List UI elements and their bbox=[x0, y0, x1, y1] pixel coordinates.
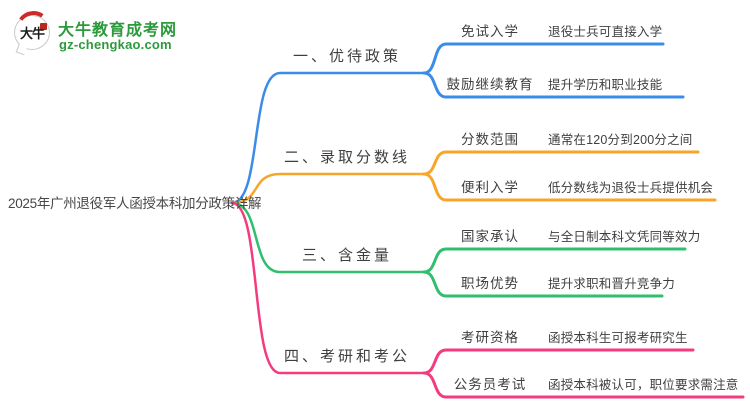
branch-label-admission-score: 二、录取分数线 bbox=[283, 149, 410, 166]
logo-bubble-tail bbox=[15, 43, 28, 56]
logo-red-seal bbox=[40, 23, 47, 30]
branch-1-trunk bbox=[230, 71, 426, 205]
leaf-keyword: 国家承认 bbox=[461, 229, 519, 244]
branch-4-leaf-1-line bbox=[422, 348, 695, 375]
branch-2-leaf-2-line bbox=[422, 172, 717, 202]
central-topic: 2025年广州退役军人函授本科加分政策详解 bbox=[8, 196, 262, 211]
branch-4-trunk bbox=[230, 201, 426, 375]
branch-1-leaf-1-line bbox=[422, 42, 665, 75]
branch-2-trunk bbox=[230, 172, 426, 205]
leaf-description: 退役士兵可直接入学 bbox=[548, 25, 663, 39]
branch-1-leaf-2-line bbox=[422, 71, 685, 99]
leaf-keyword: 考研资格 bbox=[461, 330, 519, 345]
leaf-keyword: 公务员考试 bbox=[453, 377, 527, 392]
leaf-description: 函授本科生可报考研究生 bbox=[548, 331, 688, 345]
leaf-description: 与全日制本科文凭同等效力 bbox=[548, 230, 701, 244]
leaf-description: 提升学历和职业技能 bbox=[548, 78, 663, 92]
branch-3-leaf-1-line bbox=[422, 247, 687, 274]
branch-3-leaf-2-line bbox=[422, 270, 664, 298]
leaf-career-advantage: 职场优势 提升求职和晋升竞争力 bbox=[446, 275, 675, 293]
leaf-keyword: 便利入学 bbox=[461, 180, 519, 195]
leaf-description: 函授本科被认可，职位要求需注意 bbox=[548, 378, 739, 392]
logo-bull-icon: 大牛 bbox=[13, 8, 54, 56]
leaf-keyword: 鼓励继续教育 bbox=[446, 77, 534, 92]
leaf-postgrad-eligibility: 考研资格 函授本科生可报考研究生 bbox=[446, 329, 688, 347]
leaf-score-range: 分数范围 通常在120分到200分之间 bbox=[446, 131, 693, 149]
leaf-easy-admission: 便利入学 低分数线为退役士兵提供机会 bbox=[446, 179, 713, 197]
site-logo: 大牛 大牛教育成考网 gz-chengkao.com bbox=[12, 8, 232, 58]
leaf-keyword: 免试入学 bbox=[461, 24, 519, 39]
leaf-keyword: 职场优势 bbox=[461, 276, 519, 291]
leaf-keyword: 分数范围 bbox=[461, 132, 519, 147]
branch-label-postgrad-civil: 四、考研和考公 bbox=[283, 348, 410, 365]
leaf-description: 通常在120分到200分之间 bbox=[548, 133, 693, 147]
branch-label-preferential-policy: 一、优待政策 bbox=[292, 48, 401, 65]
leaf-description: 低分数线为退役士兵提供机会 bbox=[548, 181, 714, 195]
branch-label-degree-value: 三、含金量 bbox=[301, 247, 392, 264]
leaf-state-recognition: 国家承认 与全日制本科文凭同等效力 bbox=[446, 228, 700, 246]
leaf-civil-service-exam: 公务员考试 函授本科被认可，职位要求需注意 bbox=[446, 376, 739, 394]
branch-4-leaf-2-line bbox=[422, 371, 745, 399]
leaf-continuing-education: 鼓励继续教育 提升学历和职业技能 bbox=[446, 76, 663, 94]
logo-brand-name: 大牛教育成考网 bbox=[58, 22, 178, 39]
leaf-exam-free-admission: 免试入学 退役士兵可直接入学 bbox=[446, 23, 662, 41]
branch-3-trunk bbox=[230, 201, 426, 274]
leaf-description: 提升求职和晋升竞争力 bbox=[548, 277, 676, 291]
logo-icon-text: 大牛 bbox=[19, 26, 45, 41]
branch-2-leaf-1-line bbox=[422, 150, 700, 176]
logo-domain-text: gz-chengkao.com bbox=[59, 37, 172, 52]
